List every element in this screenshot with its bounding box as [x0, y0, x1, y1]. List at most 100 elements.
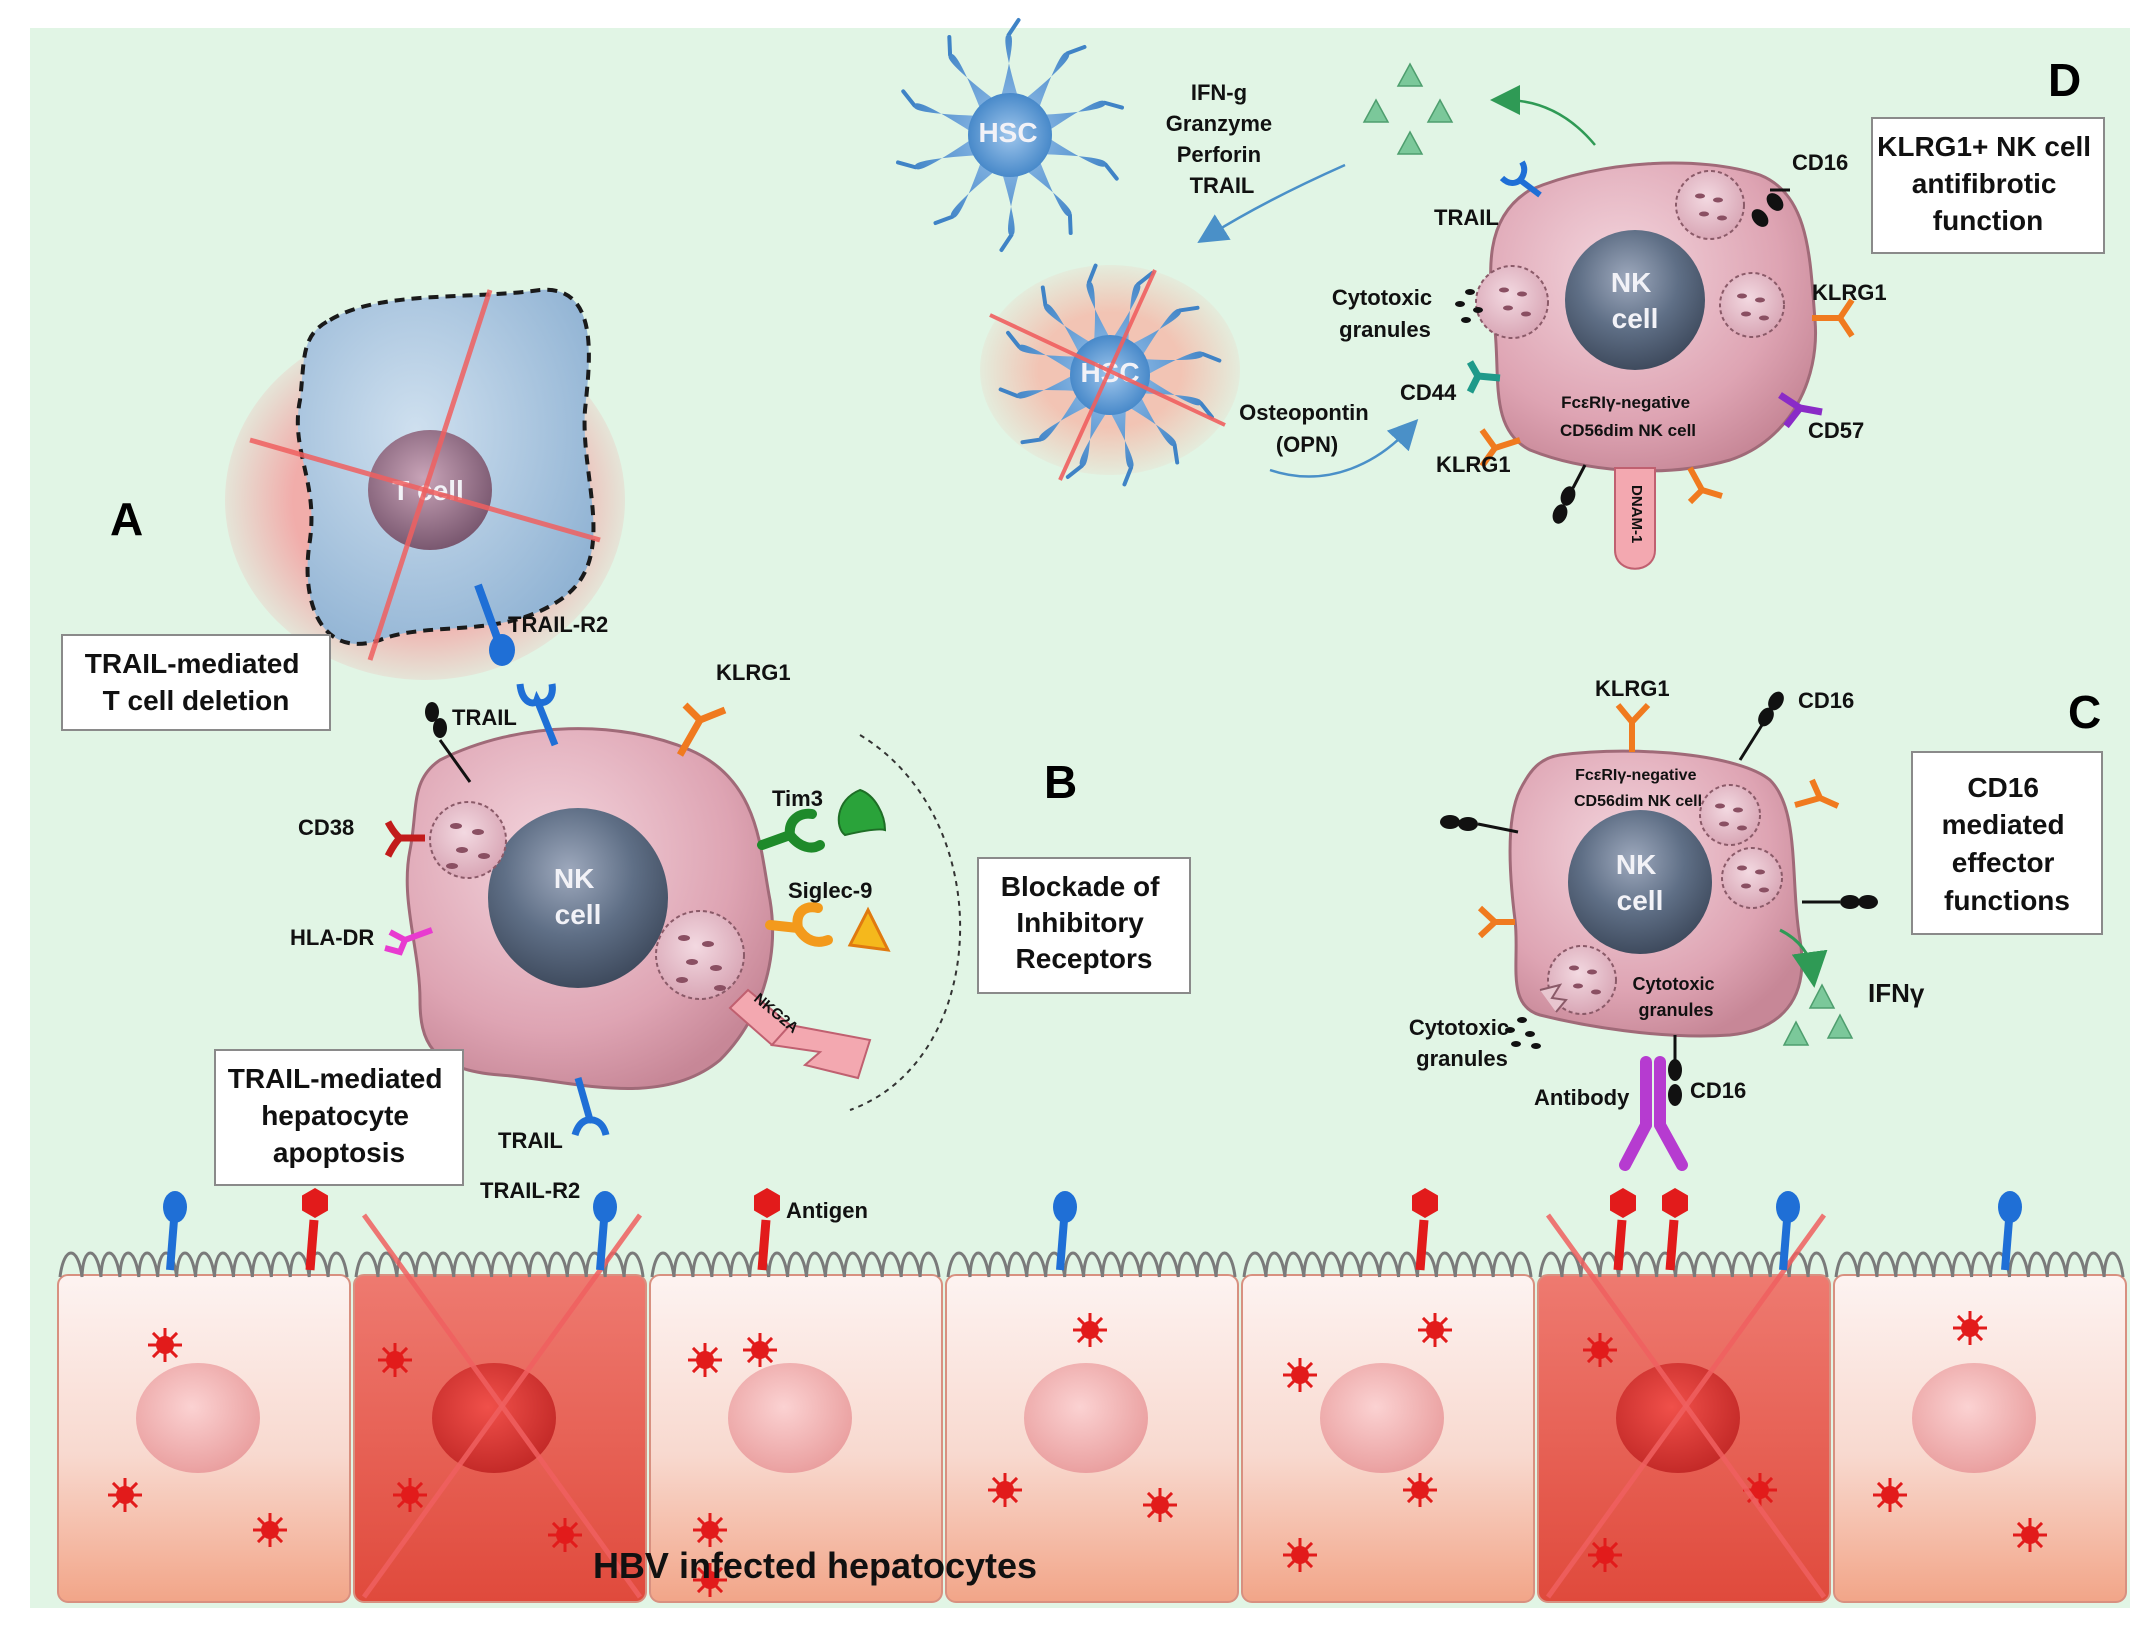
svg-text:Blockade of Inhibitory: Blockade of Inhibitory Receptors: [1001, 871, 1167, 974]
hsc-process: [1198, 401, 1214, 420]
siglec9-ligand: [847, 906, 891, 952]
virus-particle-icon: [1583, 1333, 1617, 1367]
granule: [1699, 784, 1761, 846]
cd16-receptor-c-left: [1440, 815, 1519, 834]
cytokine-release-arrow: [1490, 85, 1596, 146]
label-osteopontin: Osteopontin (OPN): [1239, 400, 1375, 457]
hepatocyte-nucleus: [1024, 1363, 1148, 1473]
trail-r2-receptor: [1053, 1191, 1077, 1271]
virus-particle-icon: [1143, 1488, 1177, 1522]
virus-particle-icon: [988, 1473, 1022, 1507]
label-siglec9: Siglec-9: [788, 878, 872, 903]
hsc-process: [1136, 271, 1155, 287]
hsc-process: [901, 89, 917, 108]
hepatocyte-nucleus: [1912, 1363, 2036, 1473]
klrg1-receptor-d-right: [1812, 298, 1855, 338]
microvilli: [650, 1251, 941, 1278]
virus-particle-icon: [688, 1343, 722, 1377]
nk-cell-d: NK cell FcεRIγ-negative CD56dim NK cell: [1475, 161, 1818, 473]
hepatocyte: [945, 1251, 1239, 1603]
hla-dr-receptor: [384, 927, 434, 956]
label-klrg1-d-right: KLRG1: [1812, 280, 1887, 305]
label-cd16-c-bottom: CD16: [1690, 1078, 1746, 1103]
antigen-icon: [754, 1188, 780, 1271]
microvilli: [1834, 1251, 2125, 1278]
panel-letter-d: D: [2048, 54, 2081, 106]
hsc-process: [1040, 285, 1048, 308]
siglec9-receptor: [765, 902, 891, 952]
cd44-receptor: [1466, 360, 1501, 394]
hsc-process: [1006, 18, 1021, 38]
hepatocytes-label: HBV infected hepatocytes: [593, 1545, 1037, 1586]
hepatocyte: [1833, 1251, 2127, 1603]
antigen-icon: [1412, 1188, 1438, 1271]
apoptosis-cross: [1545, 1213, 1827, 1599]
panel-letter-b: B: [1044, 756, 1077, 808]
trail-receptor-bottom: [571, 1077, 610, 1137]
nk-cell-c: NK cell FcεRIγ-negative CD56dim NK cell …: [1508, 749, 1804, 1038]
virus-particle-icon: [743, 1333, 777, 1367]
granule: [1721, 847, 1783, 909]
virus-particle-icon: [393, 1478, 427, 1512]
hsc-process: [1102, 100, 1124, 110]
hepatocyte-nucleus: [1320, 1363, 1444, 1473]
label-cytokines-d: IFN-g Granzyme Perforin TRAIL: [1166, 80, 1279, 198]
hsc-process: [1065, 463, 1084, 479]
apoptosis-cross: [361, 1213, 643, 1599]
cd16-receptor-d-bottom: [1552, 464, 1587, 524]
hsc-process: [1006, 330, 1022, 349]
klrg1-receptor-b: [676, 702, 727, 757]
nk-cell-b-label: NK cell: [554, 863, 602, 930]
trail-r2-receptor: [163, 1191, 187, 1271]
hepatocyte-apoptotic: [1537, 1213, 1831, 1603]
virus-particle-icon: [693, 1563, 727, 1597]
panel-letter-c: C: [2068, 686, 2101, 738]
trail-r2-receptor: [1998, 1191, 2022, 1271]
hsc-cross-1: [989, 313, 1226, 427]
nk-cell-b: NK cell: [405, 727, 774, 1090]
hepatocyte-row: [57, 1188, 2127, 1603]
granule-degranulating: [1539, 945, 1617, 1015]
t-cell-cross-2: [367, 289, 493, 661]
hsc-process: [1177, 305, 1200, 313]
hsc-process: [1020, 437, 1043, 445]
hepatocyte: [1241, 1251, 1535, 1603]
virus-particle-icon: [1418, 1313, 1452, 1347]
hepatocyte: [649, 1251, 943, 1603]
antigen-icon: [302, 1188, 328, 1271]
virus-particle-icon: [1283, 1538, 1317, 1572]
released-granules-d: [1455, 289, 1483, 323]
svg-text:TRAIL-mediated T cell de: TRAIL-mediated T cell deletion: [85, 648, 307, 716]
trail-receptor-d: [1499, 160, 1542, 198]
label-cd16-c-top: CD16: [1798, 688, 1854, 713]
svg-text:TRAIL-mediated hepatocyt: TRAIL-mediated hepatocyte apoptosis: [228, 1063, 450, 1168]
virus-particle-icon: [1873, 1478, 1907, 1512]
released-granules-c: [1505, 1017, 1541, 1049]
hepatocyte-apoptotic: [353, 1213, 647, 1603]
t-cell: T cell: [225, 287, 625, 680]
cd57-receptor: [1778, 392, 1823, 429]
hsc-process: [1200, 351, 1222, 363]
nk-cell-d-subtype: FcεRIγ-negative CD56dim NK cell: [1560, 393, 1696, 440]
virus-particle-icon: [548, 1518, 582, 1552]
label-klrg1-c: KLRG1: [1595, 676, 1670, 701]
hepatocyte-nucleus: [728, 1363, 852, 1473]
klrg1-receptor-d-bottom-right: [1687, 466, 1723, 505]
virus-particle-icon: [108, 1478, 142, 1512]
virus-particle-icon: [693, 1513, 727, 1547]
hsc-process: [947, 34, 953, 57]
microvilli: [1242, 1251, 1533, 1278]
hsc-2: [998, 263, 1222, 487]
nk-cell-c-label: NK cell: [1616, 849, 1664, 916]
hsc-cross-2: [1058, 269, 1157, 481]
label-antigen: Antigen: [786, 1198, 868, 1223]
label-ifng: IFNγ: [1868, 978, 1925, 1008]
microvilli: [1538, 1251, 1829, 1278]
hsc-process: [1086, 263, 1098, 285]
box-trail-hepatocyte: TRAIL-mediated hepatocyte apoptosis: [214, 1049, 464, 1186]
virus-particle-icon: [1073, 1313, 1107, 1347]
cd16-receptor-c-top: [1738, 691, 1784, 761]
klrg1-receptor-d-bottom: [1479, 428, 1521, 468]
microvilli: [58, 1251, 349, 1278]
hepatocyte-nucleus: [136, 1363, 260, 1473]
